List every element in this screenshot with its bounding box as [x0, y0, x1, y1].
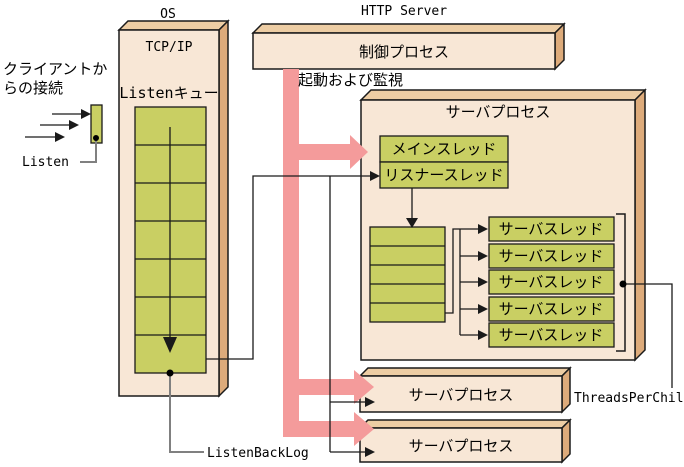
server-thread-label-3: サーバスレッド [498, 273, 604, 291]
server-process2-label: サーバプロセス [408, 386, 514, 404]
listen-backlog-leader-line [169, 373, 204, 453]
server-thread-box-1 [488, 216, 615, 242]
tcpip-box-side [218, 19, 229, 398]
control-process-box [251, 22, 566, 71]
queue-to-listener-arrowhead-icon [370, 171, 380, 181]
leader-lines [80, 135, 204, 453]
threads-per-child-bracket [616, 213, 673, 388]
pink-branch-process2 [283, 379, 355, 395]
listener-thread-box [379, 161, 509, 189]
control-process-label: 制御プロセス [358, 43, 450, 61]
main-thread-label: メインスレッド [391, 140, 497, 158]
server-process-label: サーバプロセス [445, 103, 551, 121]
pink-trunk [283, 69, 299, 437]
listen-label: Listen [22, 155, 69, 170]
server-thread-box-5 [488, 322, 615, 348]
main-thread-box [379, 135, 509, 163]
bracket-dot [619, 280, 627, 288]
control-box-front [252, 32, 556, 70]
server-box2-front [359, 375, 563, 413]
pink-arrowhead-process3-icon [354, 412, 374, 446]
server-box3-side [561, 418, 571, 464]
server-box2-top [358, 367, 572, 377]
client-connection-label: クライアントか らの接続 [3, 60, 108, 97]
server-thread-label-2: サーバスレッド [498, 247, 604, 265]
server-thread-box-2 [488, 243, 615, 269]
server-box3-front [359, 427, 563, 463]
server-process-box-3 [358, 418, 572, 464]
queue-to-listener-connector [206, 171, 380, 360]
server-process-box-2 [358, 366, 572, 414]
to-process3-arrowhead-icon [365, 447, 375, 457]
listen-queue-label: Listenキュー [119, 84, 219, 102]
server-box-side [634, 88, 646, 362]
pink-branch-process3 [283, 421, 355, 437]
client-arrowhead-2-icon [69, 120, 79, 130]
control-box-top [251, 23, 566, 34]
server-thread-label-1: サーバスレッド [498, 220, 604, 238]
server-thread-box-3 [488, 269, 615, 295]
client-connection-arrows [25, 109, 91, 142]
server-box3-top [358, 419, 572, 429]
bus-arrowhead-2-icon [478, 251, 488, 261]
to-process2-arrowhead-icon [365, 397, 375, 407]
bus-arrowhead-3-icon [478, 277, 488, 287]
queue-to-listener-line [206, 175, 371, 360]
listen-queue-flow-arrowhead-icon [163, 337, 177, 353]
inner-queue-body [369, 226, 446, 323]
pink-branch-main [283, 144, 351, 160]
start-monitor-label: 起動および監視 [298, 71, 404, 89]
bus-arrowhead-1-icon [478, 224, 488, 234]
client-arrowhead-3-icon [55, 132, 65, 142]
server-thread-label-5: サーバスレッド [498, 326, 604, 344]
listen-backlog-label: ListenBackLog [207, 446, 309, 461]
server-box-top [359, 89, 647, 101]
server-thread-label-4: サーバスレッド [498, 300, 604, 318]
bus-arrowhead-4-icon [478, 304, 488, 314]
inner-queue-cell-lines [370, 245, 445, 304]
listen-dot [93, 135, 99, 141]
tcpip-label: TCP/IP [145, 40, 193, 55]
client-arrowhead-1-icon [81, 109, 91, 119]
threads-per-child-leader-line [624, 283, 673, 388]
listen-leader-line [80, 139, 97, 163]
http-server-label: HTTP Server [360, 4, 448, 19]
pink-arrowhead-main-icon [350, 135, 368, 169]
pink-arrowhead-process2-icon [354, 370, 374, 404]
queue-to-threads-bus [445, 224, 488, 340]
listener-thread-label: リスナースレッド [384, 166, 504, 184]
control-flow-arrows [283, 69, 374, 446]
queue-to-bottom-processes-connector [329, 176, 375, 457]
threads-per-child-label: ThreadsPerChild [574, 391, 684, 406]
listen-queue-stack [134, 106, 207, 374]
server-thread-boxes [488, 216, 615, 348]
server-thread-box-4 [488, 296, 615, 322]
bus-arrowhead-5-icon [478, 330, 488, 340]
inner-queue-stack [369, 226, 446, 323]
server-box2-side [561, 366, 571, 414]
control-box-side [554, 22, 565, 71]
listen-backlog-dot [166, 369, 174, 377]
server-process3-label: サーバプロセス [408, 437, 514, 455]
listener-to-queue-connector [406, 188, 418, 228]
os-label: OS [160, 7, 176, 22]
listener-down-arrowhead-icon [406, 218, 418, 228]
